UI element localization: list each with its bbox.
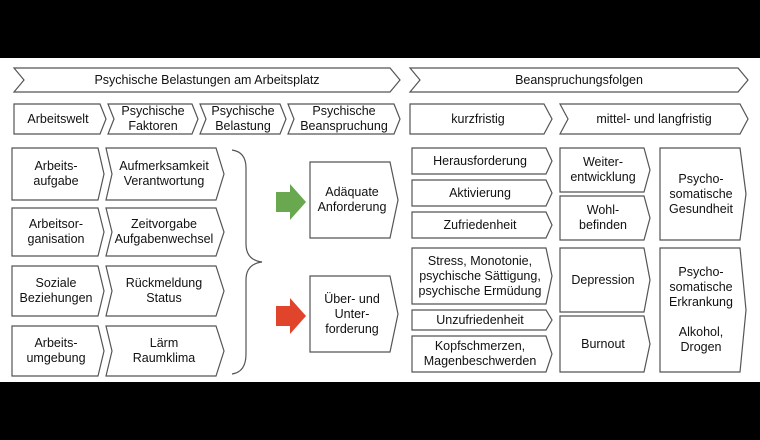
diagram-panel: Psychische Belastungen am Arbeitsplatz B… <box>0 58 760 382</box>
mittel-negative-item: Depression <box>571 272 635 287</box>
header-mittel: mittel- und langfristig <box>596 111 712 126</box>
arbeitswelt-item: Arbeits- aufgabe <box>33 159 79 188</box>
header-arbeitswelt: Arbeitswelt <box>27 111 89 126</box>
arbeitswelt-item: Soziale Beziehungen <box>19 276 93 305</box>
faktor-item-1-shape <box>105 147 225 201</box>
header-belastung-shape <box>199 103 287 135</box>
header-arbeitswelt-shape <box>13 103 107 135</box>
beanspruchung-ueber: Über- und Unter- forderung <box>324 291 380 336</box>
green-arrow <box>276 184 306 220</box>
mittel-pos-1-shape <box>559 147 651 193</box>
kurz-pos-2-shape <box>411 179 553 207</box>
faktor-item: Zeitvorgabe Aufgabenwechsel <box>114 217 214 246</box>
header-faktoren-shape <box>107 103 199 135</box>
red-arrow <box>276 298 306 334</box>
arbeitswelt-item-1-shape <box>11 147 105 201</box>
kurz-pos-3-shape <box>411 211 553 239</box>
kurz-negative-item: Kopfschmerzen, Magenbeschwerden <box>423 339 537 368</box>
mittel-neg-2-shape <box>559 315 651 373</box>
mittel-negative-item: Burnout <box>581 336 625 351</box>
kurz-neg-1-shape <box>411 247 553 305</box>
kurz-positive-item: Zufriedenheit <box>443 217 517 232</box>
kurz-pos-1-shape <box>411 147 553 175</box>
beanspruchung-adaequat-shape <box>309 161 399 239</box>
header-kurzfristig-shape <box>409 103 553 135</box>
faktor-item-2-shape <box>105 207 225 257</box>
top-left-label: Psychische Belastungen am Arbeitsplatz <box>94 72 320 87</box>
lang-neg-shape <box>659 247 747 373</box>
header-beanspruchung: Psychische Beanspruchung <box>300 104 388 133</box>
beanspruchung-ueber-shape <box>309 275 399 353</box>
diagram-shapes <box>11 67 749 377</box>
top-right-bar <box>408 67 749 93</box>
header-beanspruchung-shape <box>287 103 401 135</box>
lang-positive-item: Psycho- somatische Gesundheit <box>669 171 733 216</box>
header-belastung: Psychische Belastung <box>211 104 275 133</box>
mittel-positive-item: Weiter- entwicklung <box>570 155 636 184</box>
brace <box>231 149 263 375</box>
lang-pos-shape <box>659 147 747 241</box>
header-faktoren: Psychische Faktoren <box>121 104 185 133</box>
faktor-item: Aufmerksamkeit Verantwortung <box>119 159 209 188</box>
top-left-bar <box>12 67 401 93</box>
kurz-positive-item: Herausforderung <box>433 153 527 168</box>
lang-negative-item: Psycho- somatische Erkrankung Alkohol, D… <box>669 265 733 354</box>
arbeitswelt-item-3-shape <box>11 265 105 317</box>
faktor-item: Rückmeldung Status <box>125 276 203 305</box>
mittel-positive-item: Wohl- befinden <box>579 203 627 232</box>
faktor-item-4-shape <box>105 325 225 377</box>
arbeitswelt-item: Arbeitsor- ganisation <box>27 217 85 246</box>
mittel-neg-1-shape <box>559 247 651 313</box>
kurz-neg-2-shape <box>411 309 553 331</box>
arbeitswelt-item-4-shape <box>11 325 105 377</box>
faktor-item-3-shape <box>105 265 225 317</box>
kurz-negative-item: Stress, Monotonie, psychische Sättigung,… <box>418 253 542 298</box>
arbeitswelt-item: Arbeits- umgebung <box>26 336 86 365</box>
header-mittel-shape <box>559 103 749 135</box>
header-kurzfristig: kurzfristig <box>451 111 505 126</box>
beanspruchung-adaequat: Adäquate Anforderung <box>317 185 387 214</box>
top-right-label: Beanspruchungsfolgen <box>515 72 643 87</box>
faktor-item: Lärm Raumklima <box>132 336 196 365</box>
kurz-neg-3-shape <box>411 335 553 373</box>
arbeitswelt-item-2-shape <box>11 207 105 257</box>
kurz-positive-item: Aktivierung <box>449 185 511 200</box>
kurz-negative-item: Unzufriedenheit <box>436 312 524 327</box>
mittel-pos-2-shape <box>559 195 651 241</box>
